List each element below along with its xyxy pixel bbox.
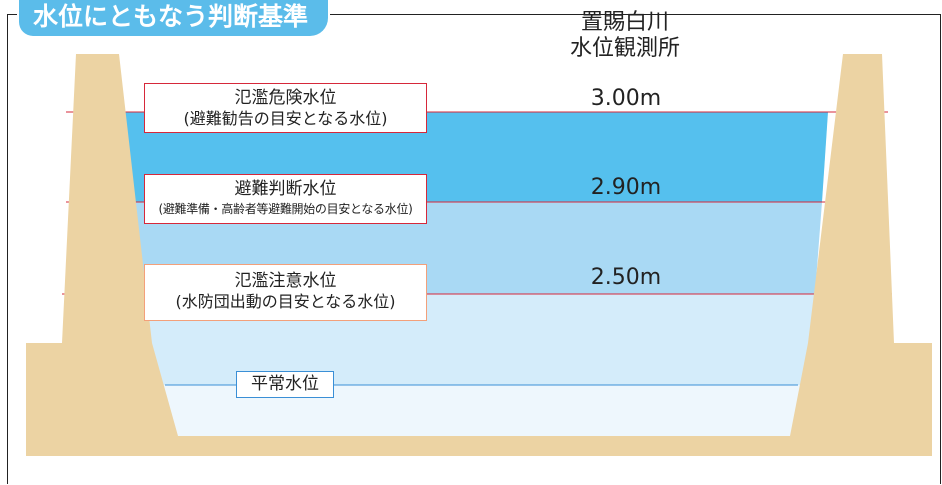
diagram-title: 水位にともなう判断基準	[19, 0, 329, 36]
warning-level-sublabel: (水防団出動の目安となる水位)	[175, 292, 396, 311]
station-name: 置賜白川 水位観測所	[540, 10, 710, 62]
warning-level-value: 2.50m	[590, 265, 662, 290]
station-name-line2: 水位観測所	[569, 36, 680, 61]
left-riverbank	[26, 54, 790, 456]
normal-level-label-box: 平常水位	[236, 371, 334, 398]
warning-level-label: 氾濫注意水位	[234, 271, 337, 291]
evacuation-level-label: 避難判断水位	[234, 179, 337, 199]
evacuation-level-label-box: 避難判断水位 (避難準備・高齢者等避難開始の目安となる水位)	[144, 174, 427, 224]
evacuation-level-value: 2.90m	[590, 175, 662, 200]
normal-level-label: 平常水位	[251, 374, 319, 394]
evacuation-level-sublabel: (避難準備・高齢者等避難開始の目安となる水位)	[158, 202, 413, 216]
riverbed	[26, 436, 932, 456]
diagram-frame	[7, 14, 941, 484]
danger-level-sublabel: (避難勧告の目安となる水位)	[183, 109, 388, 128]
danger-level-label-box: 氾濫危険水位 (避難勧告の目安となる水位)	[144, 83, 427, 133]
danger-level-value: 3.00m	[590, 86, 662, 111]
warning-level-label-box: 氾濫注意水位 (水防団出動の目安となる水位)	[144, 264, 427, 321]
right-riverbank	[760, 54, 932, 456]
station-name-line1: 置賜白川	[580, 10, 669, 35]
danger-level-label: 氾濫危険水位	[234, 88, 337, 108]
